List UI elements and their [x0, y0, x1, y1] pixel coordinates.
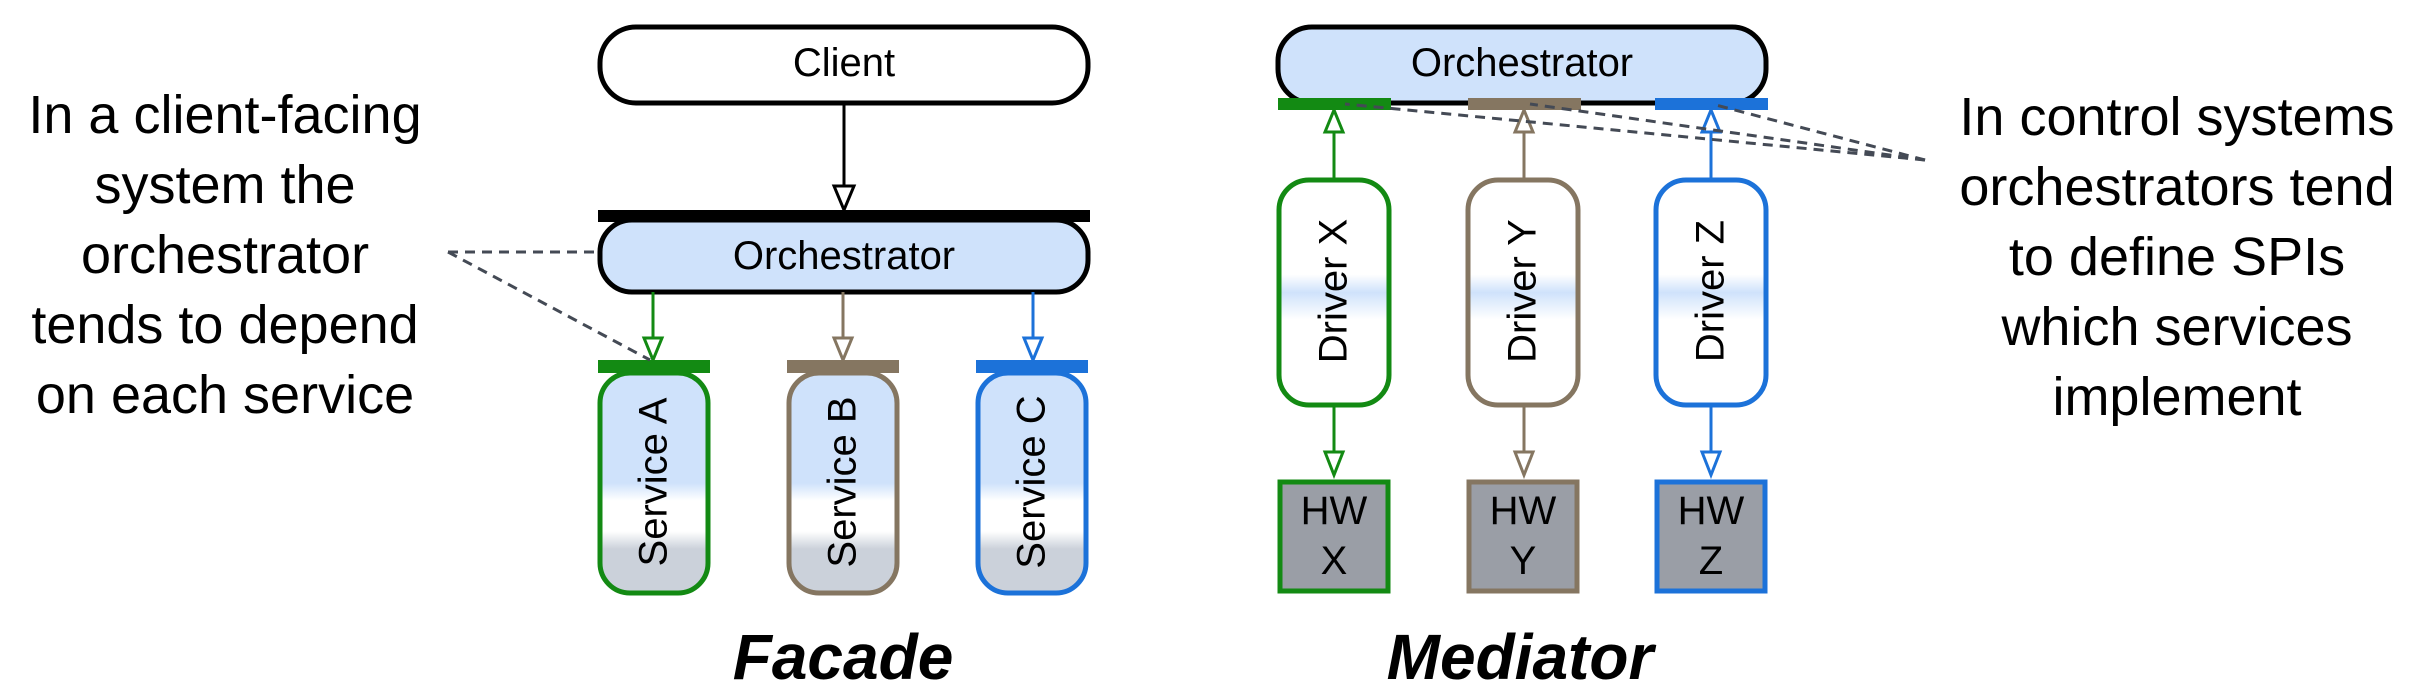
hw-z-label: HW Z: [1657, 486, 1765, 586]
mediator-caption: Mediator: [1386, 621, 1654, 693]
service-c-api-bar: [976, 360, 1088, 373]
left-annotation: In a client-facing system the orchestrat…: [0, 80, 450, 430]
hw-x-line-1: HW: [1300, 489, 1368, 533]
driver-z-arrowhead: [1699, 106, 1723, 134]
left-annotation-line: tends to depend: [31, 295, 419, 355]
right-annotation-line: implement: [2052, 367, 2302, 427]
driver-z-hw-arrowhead: [1699, 450, 1723, 480]
driver-y-hw-arrowhead: [1512, 450, 1536, 480]
facade-orchestrator-label: Orchestrator: [732, 234, 956, 278]
service-a-label: Service A: [631, 397, 676, 567]
hw-y-box: [1466, 479, 1580, 594]
driver-y-label: Driver Y: [1500, 219, 1545, 363]
right-annotation: In control systems orchestrators tend to…: [1930, 82, 2424, 432]
service-b-label: Service B: [820, 396, 865, 568]
service-b-api-bar: [787, 360, 899, 373]
spi-bar-z: [1655, 98, 1768, 110]
service-c-label: Service C: [1009, 395, 1054, 569]
service-c-arrowhead: [1021, 336, 1045, 364]
hw-y-line-1: HW: [1489, 489, 1557, 533]
client-arrowhead: [831, 184, 857, 214]
hw-y-label: HW Y: [1469, 486, 1577, 586]
right-annotation-line: which services: [2001, 297, 2353, 357]
service-b-arrowhead: [831, 336, 855, 364]
hw-z-line-2: Z: [1698, 539, 1724, 583]
client-label: Client: [792, 41, 896, 85]
hw-x-box: [1277, 479, 1391, 594]
hw-z-box: [1654, 479, 1768, 594]
hw-y-line-2: Y: [1509, 539, 1537, 583]
right-note-connector-3: [1711, 102, 1926, 162]
left-annotation-line: In a client-facing: [28, 85, 422, 145]
driver-x-arrowhead: [1322, 106, 1346, 134]
facade-caption: Facade: [732, 621, 954, 693]
right-annotation-line: In control systems: [1959, 87, 2395, 147]
right-annotation-line: to define SPIs: [2008, 227, 2346, 287]
right-annotation-line: orchestrators tend: [1959, 157, 2395, 217]
hw-x-line-2: X: [1320, 539, 1348, 583]
service-a-box: [597, 370, 711, 596]
driver-z-label: Driver Z: [1688, 219, 1733, 363]
left-note-connector-2: [447, 250, 651, 362]
driver-x-label: Driver X: [1311, 218, 1356, 364]
service-b-box: [786, 370, 900, 596]
right-note-connector-1: [1344, 102, 1926, 162]
hw-x-label: HW X: [1280, 486, 1388, 586]
left-annotation-line: system the: [94, 155, 356, 215]
service-a-api-bar: [598, 360, 710, 373]
left-annotation-line: orchestrator: [80, 225, 370, 285]
service-c-box: [975, 370, 1089, 596]
service-a-arrowhead: [641, 336, 665, 364]
right-note-connector-2: [1529, 102, 1926, 162]
mediator-orchestrator-label: Orchestrator: [1410, 41, 1634, 85]
driver-x-hw-arrowhead: [1322, 450, 1346, 480]
left-annotation-line: on each service: [35, 365, 415, 425]
hw-z-line-1: HW: [1677, 489, 1745, 533]
